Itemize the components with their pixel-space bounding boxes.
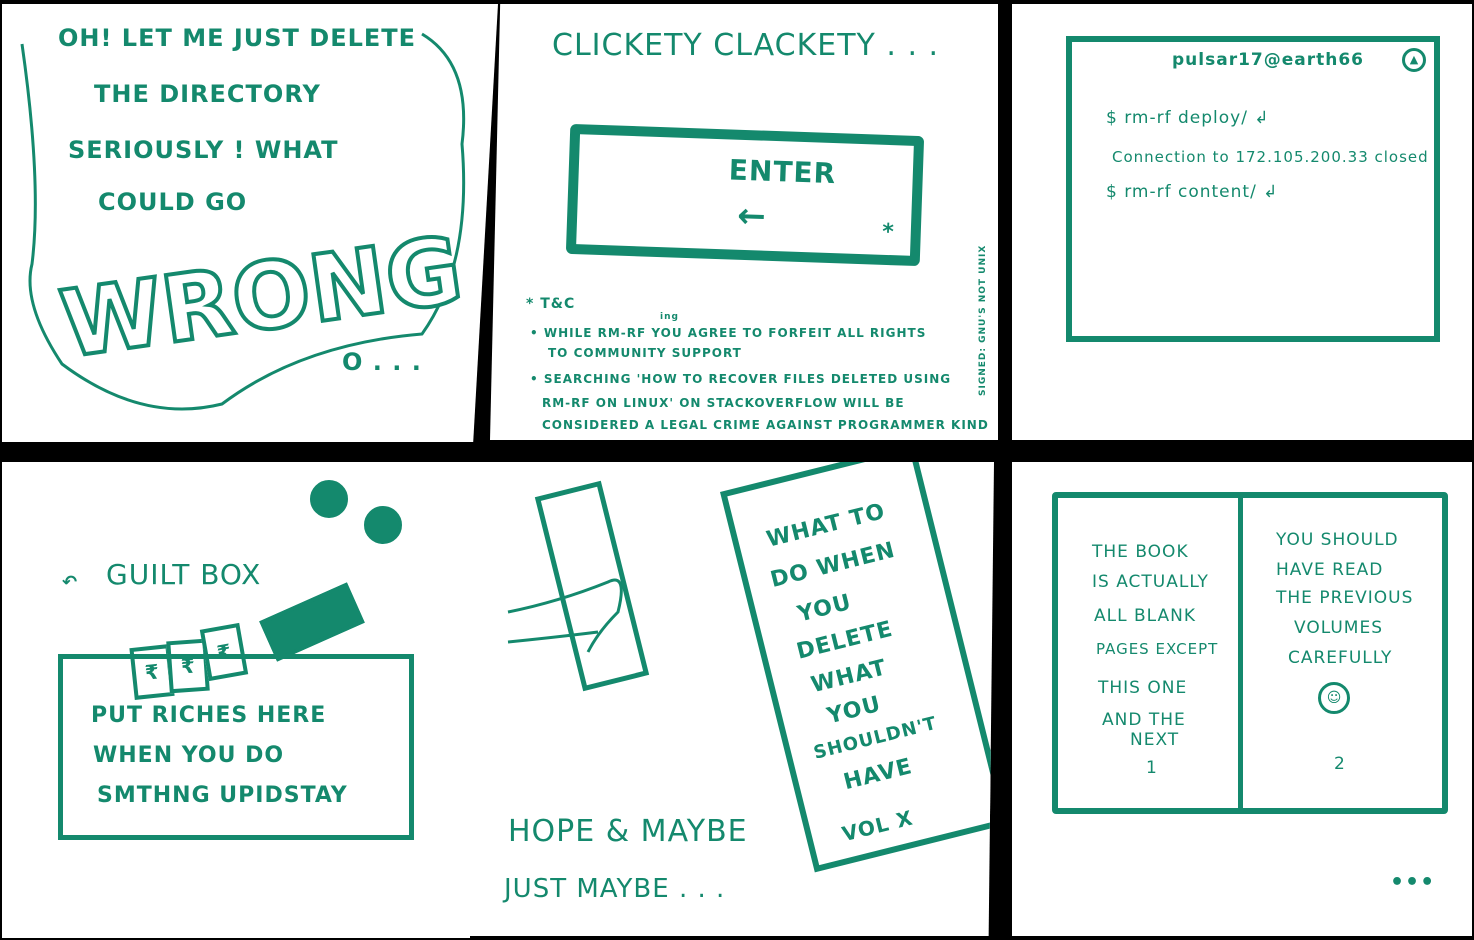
tc-item-1-cont: TO COMMUNITY SUPPORT [548,346,742,360]
right-page-line-2: HAVE READ [1276,560,1384,580]
left-page-line-4: PAGES EXCEPT [1096,640,1219,658]
volume-label: VOL X [839,805,916,847]
panel-2: CLICKETY CLACKETY . . . ENTER ← * * T&C … [490,4,998,440]
asterisk-icon: * [881,219,896,246]
open-book: THE BOOK IS ACTUALLY ALL BLANK PAGES EXC… [1052,492,1448,814]
guilt-box: PUT RICHES HERE WHEN YOU DO SMTHNG UPIDS… [58,654,414,840]
terminal-title: pulsar17@earth66 [1172,50,1365,70]
curved-arrow-icon: ↶ [62,572,79,593]
ellipsis-dots: ••• [1390,870,1436,895]
manual-book: WHAT TO DO WHEN YOU DELETE WHAT YOU SHOU… [720,462,994,873]
panel-3: pulsar17@earth66 ▲ $ rm-rf deploy/ ↲ Con… [1012,4,1472,440]
right-page-number: 2 [1334,754,1346,774]
panel-6: THE BOOK IS ACTUALLY ALL BLANK PAGES EXC… [1012,462,1472,936]
coin-icon [310,480,348,518]
right-page-line-1: YOU SHOULD [1276,530,1399,550]
speech-line-2: THE DIRECTORY [94,80,321,108]
maybe-caption: JUST MAYBE . . . [504,874,726,904]
terminal-line-1: $ rm-rf deploy/ ↲ [1106,108,1270,128]
hand-holding-book [507,578,623,653]
enter-key-label: ENTER [728,153,837,191]
left-page-line-7: NEXT [1130,730,1180,750]
coin-icon [364,506,402,544]
box-text-3: SMTHNG UPIDSTAY [97,783,348,808]
terminal-line-2: Connection to 172.105.200.33 closed [1112,148,1429,166]
banknote-bundle-icon [259,582,365,662]
thought-bubble-outline [20,32,466,411]
book-spine [1238,498,1243,808]
box-text-2: WHEN YOU DO [93,743,285,768]
speech-line-3: SERIOUSLY ! WHAT [68,136,339,164]
terminal-line-3: $ rm-rf content/ ↲ [1106,182,1279,202]
smiley-icon: ☺ [1318,682,1350,714]
thought-trail: o . . . [342,348,422,376]
signed-note: SIGNED: GNU'S NOT UNIX [978,244,988,396]
tc-title: * T&C [526,296,576,312]
box-text-1: PUT RICHES HERE [91,703,327,728]
left-page-number: 1 [1146,758,1158,778]
book-line-8: HAVE [841,754,916,796]
enter-key: ENTER ← * [565,123,925,267]
book-line-3: YOU [795,589,855,628]
panel-5: WHAT TO DO WHEN YOU DELETE WHAT YOU SHOU… [458,462,994,936]
tc-item-2: • SEARCHING 'HOW TO RECOVER FILES DELETE… [530,372,952,386]
right-page-line-4: VOLUMES [1294,618,1383,638]
book-line-6: YOU [824,691,884,730]
left-page-line-5: THIS ONE [1098,678,1188,698]
hope-caption: HOPE & MAYBE [508,814,748,849]
speech-line-4: COULD GO [98,188,248,216]
panel-1: OH! LET ME JUST DELETE THE DIRECTORY SER… [2,4,498,442]
terminal-window: pulsar17@earth66 ▲ $ rm-rf deploy/ ↲ Con… [1066,36,1440,342]
tc-item-1: • WHILE RM-RF YOU AGREE TO FORFEIT ALL R… [530,326,927,340]
left-page-line-1: THE BOOK [1092,542,1189,562]
left-page-line-6: AND THE [1102,710,1186,730]
left-page-line-3: ALL BLANK [1094,606,1196,626]
tc-item-2-cont: RM-RF ON LINUX' ON STACKOVERFLOW WILL BE [542,396,905,410]
speech-line-1: OH! LET ME JUST DELETE [58,24,417,52]
tc-superscript: ing [660,312,679,322]
panel-4: ↶ GUILT BOX ₹ ₹ ₹ PUT RICHES HERE WHEN Y… [2,462,470,938]
right-page-line-5: CAREFULLY [1288,648,1393,668]
enter-arrow-icon: ← [736,195,768,237]
guilt-box-label: GUILT BOX [106,558,262,591]
tc-item-2-cont-2: CONSIDERED A LEGAL CRIME AGAINST PROGRAM… [542,418,989,432]
left-page-line-2: IS ACTUALLY [1092,572,1209,592]
clickety-title: CLICKETY CLACKETY . . . [552,28,940,63]
terminal-status-icon: ▲ [1402,48,1426,72]
right-page-line-3: THE PREVIOUS [1276,588,1414,608]
